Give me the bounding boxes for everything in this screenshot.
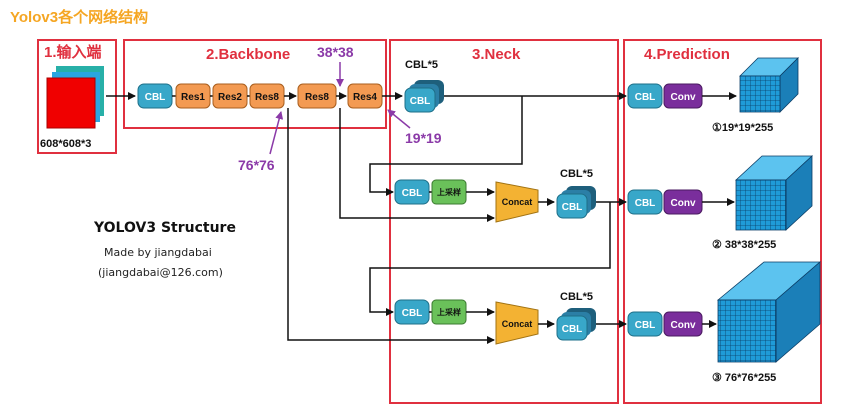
svg-text:上采样: 上采样 (437, 307, 461, 317)
neck-cbl-block-2: CBL (394, 179, 430, 205)
svg-text:Res8: Res8 (255, 92, 279, 103)
neck-frame (389, 39, 619, 404)
pred-conv-block-1: Conv (663, 83, 703, 109)
size-19-label: 19*19 (405, 130, 442, 146)
pred-conv-block-2: Conv (663, 189, 703, 215)
input-size-label: 608*608*3 (40, 138, 91, 150)
svg-text:Res4: Res4 (353, 92, 377, 103)
svg-text:CBL: CBL (410, 96, 431, 107)
backbone-title: 2.Backbone (206, 46, 290, 63)
backbone-res1-block: Res1 (175, 83, 211, 109)
output-label-3: ③ 76*76*255 (712, 372, 776, 384)
neck-title: 3.Neck (472, 46, 521, 63)
neck-upsample-block-3: 上采样 (431, 299, 467, 325)
svg-text:CBL: CBL (635, 320, 656, 331)
pred-cbl-block-3: CBL (627, 311, 663, 337)
info-title: YOLOV3 Structure (94, 220, 236, 236)
neck-concat-block-2: Concat (495, 181, 539, 223)
output-cube-large (716, 261, 822, 363)
pred-cbl-block-1: CBL (627, 83, 663, 109)
input-image-icon (46, 66, 104, 129)
svg-text:CBL: CBL (562, 324, 583, 335)
backbone-res2-block: Res2 (212, 83, 248, 109)
neck-cbl5-block-top: CBL (404, 80, 444, 113)
prediction-frame (623, 39, 822, 404)
neck-cbl5-block-mid: CBL (556, 186, 596, 219)
svg-text:上采样: 上采样 (437, 187, 461, 197)
backbone-cbl-block: CBL (137, 83, 173, 109)
size-76-label: 76*76 (238, 157, 275, 173)
output-cube-small (739, 57, 799, 113)
output-cube-medium (734, 155, 814, 231)
neck-cbl-block-3: CBL (394, 299, 430, 325)
svg-text:Concat: Concat (502, 319, 533, 329)
svg-text:Concat: Concat (502, 197, 533, 207)
svg-text:CBL: CBL (402, 188, 423, 199)
size-38-label: 38*38 (317, 44, 354, 60)
input-title: 1.输入端 (44, 43, 102, 61)
svg-text:CBL: CBL (402, 308, 423, 319)
neck-cbl5-label-mid: CBL*5 (560, 168, 593, 180)
svg-text:Conv: Conv (671, 320, 696, 331)
svg-text:Conv: Conv (671, 92, 696, 103)
info-email: (jiangdabai@126.com) (98, 266, 223, 279)
neck-cbl5-block-bottom: CBL (556, 308, 596, 341)
prediction-title: 4.Prediction (644, 46, 730, 63)
svg-text:Res8: Res8 (305, 92, 329, 103)
svg-text:CBL: CBL (635, 92, 656, 103)
svg-text:Conv: Conv (671, 198, 696, 209)
info-author: Made by jiangdabai (104, 246, 212, 259)
backbone-res4-block: Res4 (347, 83, 383, 109)
output-label-1: ①19*19*255 (712, 122, 773, 134)
backbone-frame (123, 39, 387, 129)
svg-text:CBL: CBL (635, 198, 656, 209)
neck-cbl5-label-top: CBL*5 (405, 59, 438, 71)
neck-cbl5-label-bottom: CBL*5 (560, 291, 593, 303)
pred-conv-block-3: Conv (663, 311, 703, 337)
svg-text:CBL: CBL (145, 92, 166, 103)
svg-text:CBL: CBL (562, 202, 583, 213)
backbone-res8-block-2: Res8 (297, 83, 337, 109)
svg-text:Res2: Res2 (218, 92, 242, 103)
pred-cbl-block-2: CBL (627, 189, 663, 215)
neck-upsample-block-2: 上采样 (431, 179, 467, 205)
svg-text:Res1: Res1 (181, 92, 205, 103)
output-label-2: ② 38*38*255 (712, 239, 776, 251)
page-title: Yolov3各个网络结构 (10, 9, 149, 26)
neck-concat-block-3: Concat (495, 301, 539, 345)
backbone-res8-block-1: Res8 (249, 83, 285, 109)
